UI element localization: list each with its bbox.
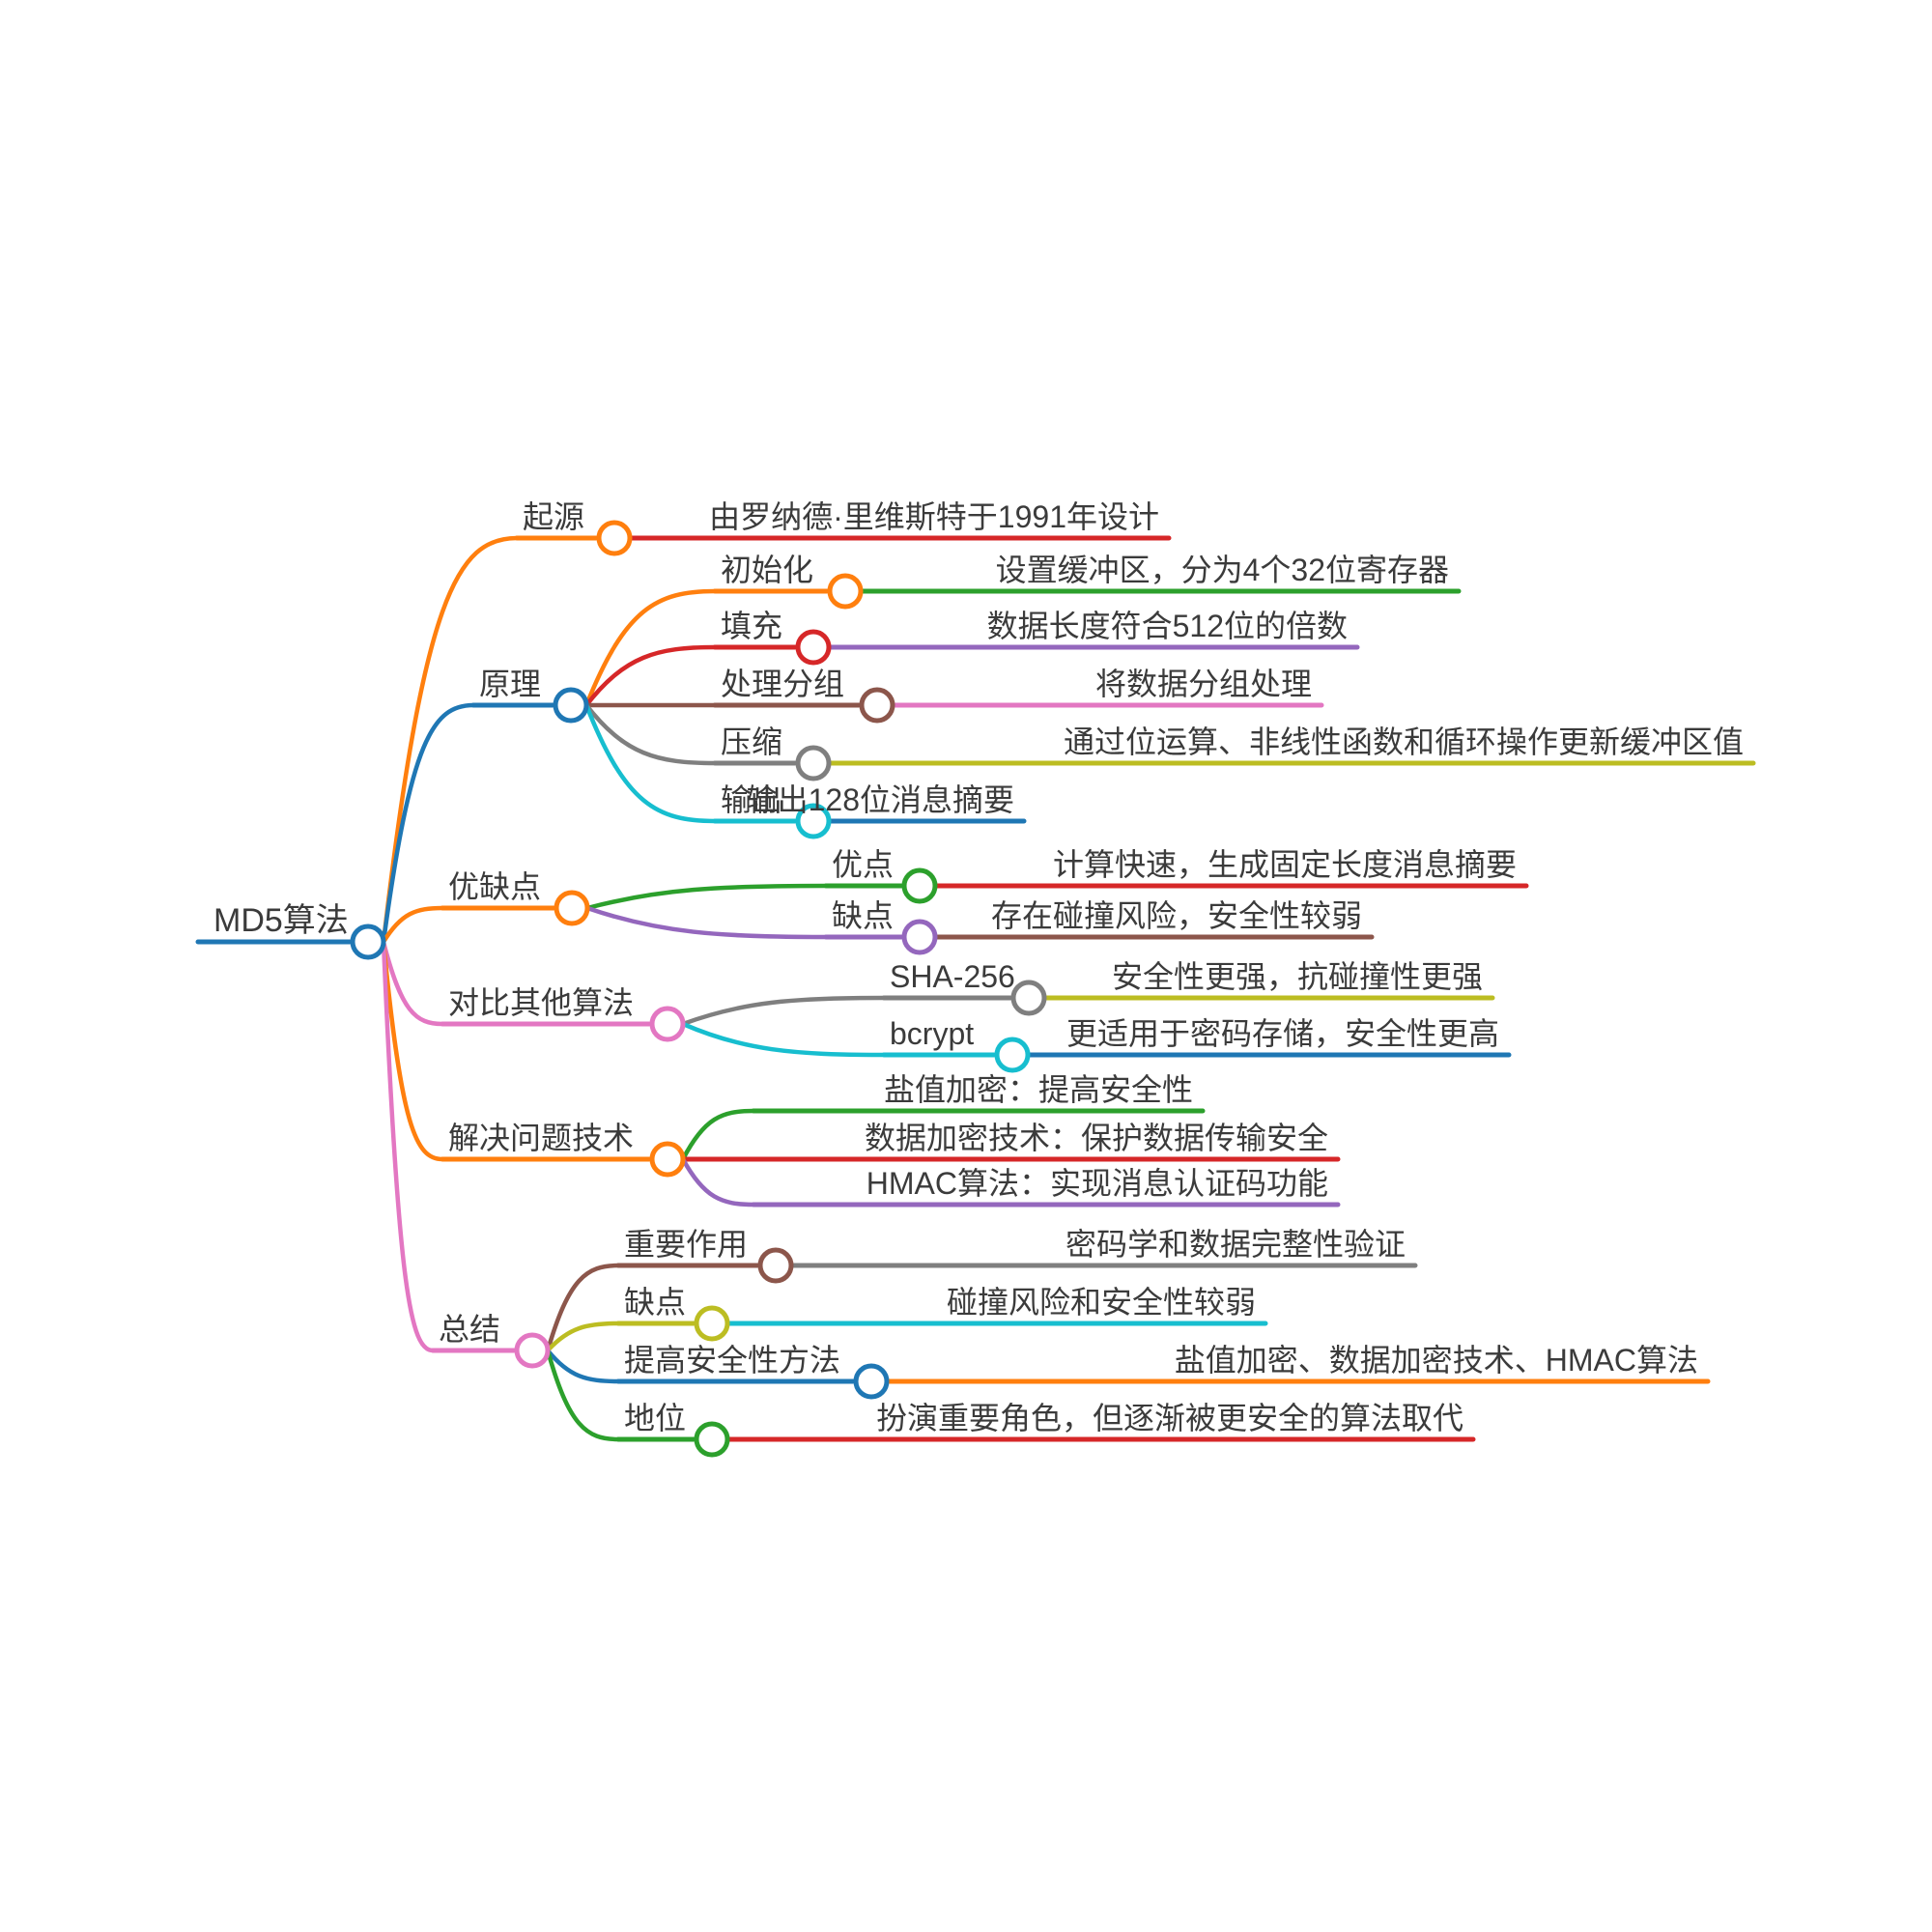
node-circle-zhongyao[interactable] — [757, 1247, 794, 1284]
node-circle-quedian2[interactable] — [694, 1305, 730, 1342]
connector-bcrypt — [680, 1021, 887, 1058]
node-circle-jiejue[interactable] — [649, 1141, 686, 1178]
node-label-jiejue[interactable]: 解决问题技术 — [448, 1121, 634, 1155]
node-label-leaf-chulifenzu[interactable]: 将数据分组处理 — [1095, 667, 1312, 701]
node-circle-bcrypt[interactable] — [994, 1037, 1031, 1073]
node-circle-youdian[interactable] — [901, 867, 938, 904]
node-label-chushihua[interactable]: 初始化 — [721, 553, 813, 587]
connector-jiejue — [381, 939, 445, 1162]
node-circle-tigao[interactable] — [853, 1363, 890, 1400]
node-label-leaf-yasuo[interactable]: 通过位运算、非线性函数和循环操作更新缓冲区值 — [1064, 724, 1744, 759]
node-label-root[interactable]: MD5算法 — [213, 902, 349, 939]
connector-youdian — [584, 883, 829, 911]
node-circle-zongjie[interactable] — [514, 1332, 551, 1369]
node-circle-quedian[interactable] — [901, 919, 938, 955]
node-circle-duibi[interactable] — [649, 1006, 686, 1042]
node-label-leaf-chushihua[interactable]: 设置缓冲区，分为4个32位寄存器 — [996, 553, 1449, 587]
node-circle-sha256[interactable] — [1010, 980, 1047, 1016]
node-label-leaf-qiyuan[interactable]: 由罗纳德·里维斯特于1991年设计 — [709, 499, 1159, 534]
node-label-quedian2[interactable]: 缺点 — [624, 1285, 686, 1320]
node-circle-qiyuan[interactable] — [596, 520, 633, 556]
node-label-chulifenzu[interactable]: 处理分组 — [721, 667, 844, 701]
connector-chushihua — [583, 588, 718, 708]
node-label-leaf-diwei[interactable]: 扮演重要角色，但逐渐被更安全的算法取代 — [876, 1401, 1463, 1435]
node-label-leaf-shuchu[interactable]: 输出128位消息摘要 — [747, 782, 1014, 817]
connector-tianchong — [583, 644, 718, 708]
node-label-leaf-yanzhi[interactable]: 盐值加密：提高安全性 — [884, 1072, 1193, 1107]
node-label-leaf-bcrypt[interactable]: 更适用于密码存储，安全性更高 — [1066, 1016, 1499, 1051]
node-circle-shuchu[interactable] — [795, 803, 832, 839]
node-circle-chushihua[interactable] — [827, 573, 864, 610]
node-circle-yuanli[interactable] — [553, 687, 589, 724]
connector-zongjie — [381, 939, 436, 1353]
connector-quedian — [584, 905, 829, 940]
node-label-tigao[interactable]: 提高安全性方法 — [624, 1343, 840, 1378]
node-label-leaf-quedian[interactable]: 存在碰撞风险，安全性较弱 — [991, 898, 1362, 933]
node-circle-youquedian[interactable] — [554, 890, 590, 926]
connector-diwei — [545, 1348, 621, 1442]
layer-lines — [195, 535, 1756, 1442]
node-label-zhongyao[interactable]: 重要作用 — [624, 1227, 748, 1262]
node-label-shuchu[interactable]: 输出 — [721, 782, 782, 817]
node-label-leaf-quedian2[interactable]: 碰撞风险和安全性较弱 — [947, 1285, 1256, 1320]
node-circle-diwei[interactable] — [694, 1421, 730, 1458]
node-label-leaf-tianchong[interactable]: 数据长度符合512位的倍数 — [987, 609, 1348, 643]
node-label-tianchong[interactable]: 填充 — [721, 609, 782, 643]
connector-qiyuan — [381, 535, 520, 945]
layer-circles — [350, 520, 1047, 1458]
node-label-youdian[interactable]: 优点 — [832, 847, 894, 882]
node-label-diwei[interactable]: 地位 — [624, 1401, 686, 1435]
node-label-leaf-sha256[interactable]: 安全性更强，抗碰撞性更强 — [1112, 959, 1483, 994]
node-label-zongjie[interactable]: 总结 — [439, 1312, 500, 1347]
connector-quedian2 — [545, 1321, 621, 1353]
node-circle-root[interactable] — [350, 923, 386, 960]
node-label-leaf-tigao[interactable]: 盐值加密、数据加密技术、HMAC算法 — [1175, 1343, 1698, 1378]
node-label-youquedian[interactable]: 优缺点 — [448, 869, 541, 904]
node-circle-chulifenzu[interactable] — [859, 687, 895, 724]
connector-leaf-hmac — [680, 1156, 756, 1208]
node-label-quedian[interactable]: 缺点 — [832, 898, 894, 933]
node-circle-tianchong[interactable] — [795, 629, 832, 666]
node-label-duibi[interactable]: 对比其他算法 — [448, 985, 634, 1020]
node-label-sha256[interactable]: SHA-256 — [890, 959, 1015, 994]
node-label-yuanli[interactable]: 原理 — [479, 667, 541, 701]
connector-shuchu — [583, 702, 718, 824]
connector-zhongyao — [545, 1263, 621, 1353]
node-label-bcrypt[interactable]: bcrypt — [890, 1016, 974, 1051]
node-label-leaf-hmac[interactable]: HMAC算法：实现消息认证码功能 — [867, 1166, 1328, 1201]
connector-yasuo — [583, 702, 718, 766]
connector-duibi — [381, 939, 445, 1027]
node-label-leaf-zhongyao[interactable]: 密码学和数据完整性验证 — [1065, 1227, 1406, 1262]
node-label-yasuo[interactable]: 压缩 — [721, 724, 782, 759]
node-circle-yasuo[interactable] — [795, 745, 832, 781]
node-label-qiyuan[interactable]: 起源 — [523, 499, 584, 534]
connector-yuanli — [381, 702, 476, 945]
node-label-leaf-shuju[interactable]: 数据加密技术：保护数据传输安全 — [865, 1121, 1328, 1155]
connector-youquedian — [381, 905, 445, 945]
connector-tigao — [545, 1348, 621, 1384]
connector-leaf-yanzhi — [680, 1108, 756, 1162]
node-label-leaf-youdian[interactable]: 计算快速，生成固定长度消息摘要 — [1053, 847, 1517, 882]
connector-sha256 — [680, 995, 887, 1027]
